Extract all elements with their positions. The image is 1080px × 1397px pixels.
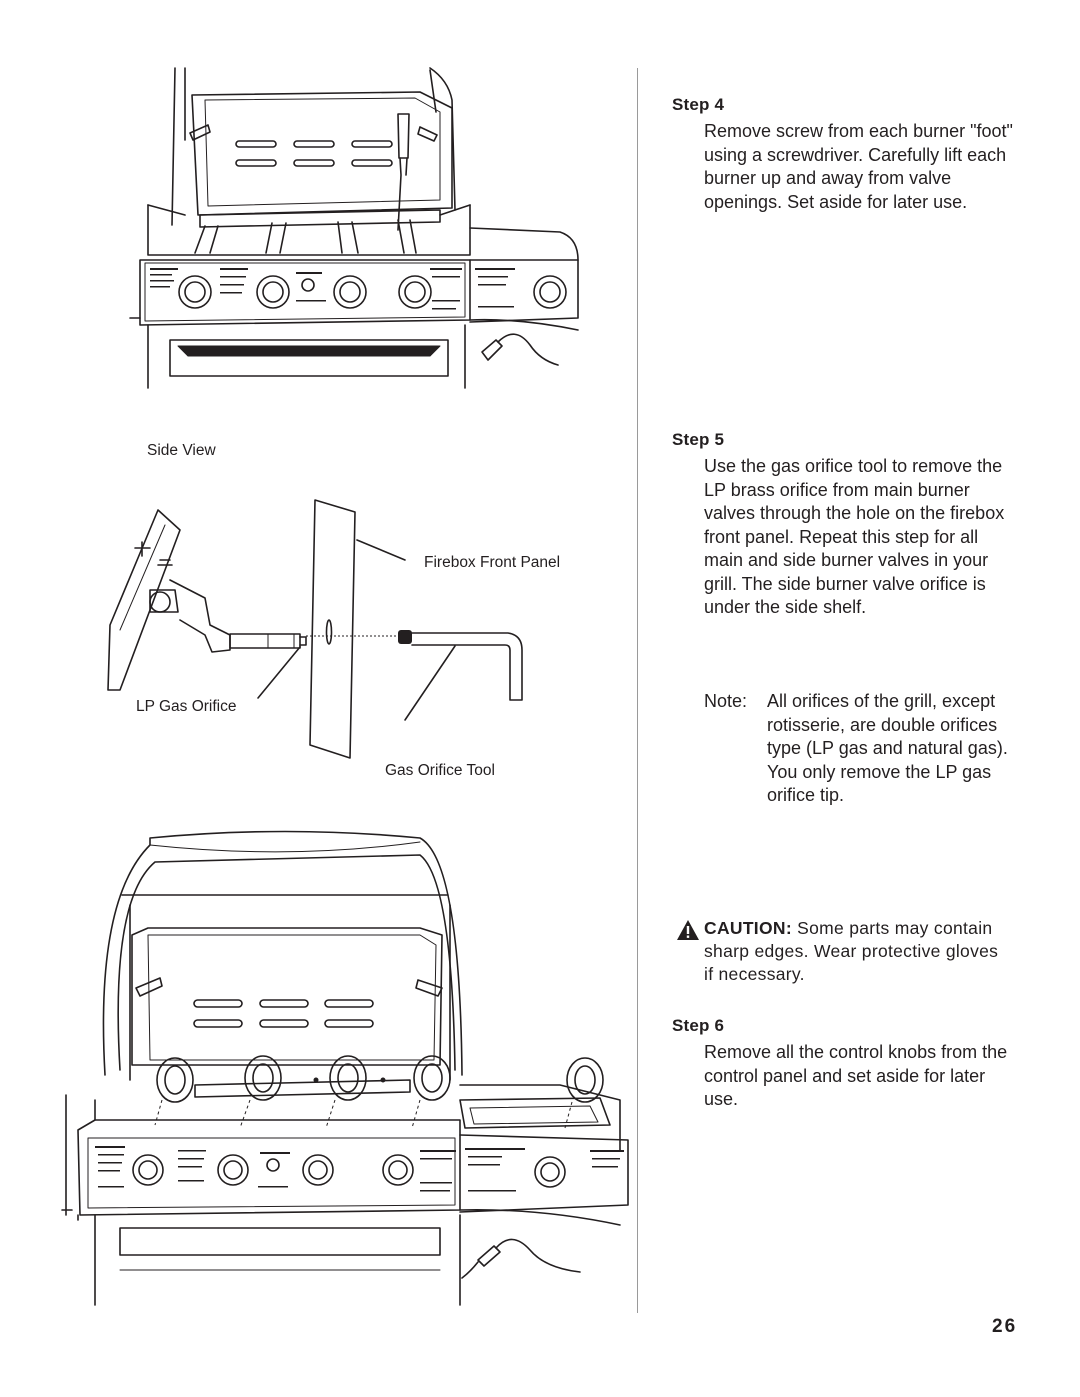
step-5-text: Use the gas orifice tool to remove the L… — [704, 456, 1005, 617]
gas-orifice-tool-label: Gas Orifice Tool — [385, 762, 495, 779]
side-view-illustration — [107, 499, 523, 759]
step-5-heading: Step 5 — [672, 430, 725, 449]
step-4-heading: Step 4 — [672, 95, 725, 114]
grill-step6-illustration — [61, 830, 629, 1306]
column-divider — [637, 68, 638, 1313]
lp-gas-orifice-label: LP Gas Orifice — [136, 698, 237, 715]
side-view-label: Side View — [147, 442, 216, 459]
note-label: Note: — [704, 691, 748, 711]
firebox-front-panel-label: Firebox Front Panel — [424, 554, 561, 571]
note-text: All orifices of the grill, except rotiss… — [767, 691, 1008, 805]
step-6-text: Remove all the control knobs from the co… — [704, 1042, 1008, 1109]
step-6-heading: Step 6 — [672, 1016, 725, 1035]
warning-triangle-icon — [676, 919, 700, 941]
grill-step4-illustration — [129, 67, 579, 389]
page-number: 26 — [992, 1316, 1018, 1337]
caution-text: Some parts may contain sharp edges. Wear… — [704, 918, 999, 984]
step-4-text: Remove screw from each burner "foot" usi… — [704, 121, 1013, 212]
caution-label: CAUTION: — [704, 918, 792, 938]
caution-block: CAUTION: Some parts may contain sharp ed… — [704, 917, 1009, 986]
